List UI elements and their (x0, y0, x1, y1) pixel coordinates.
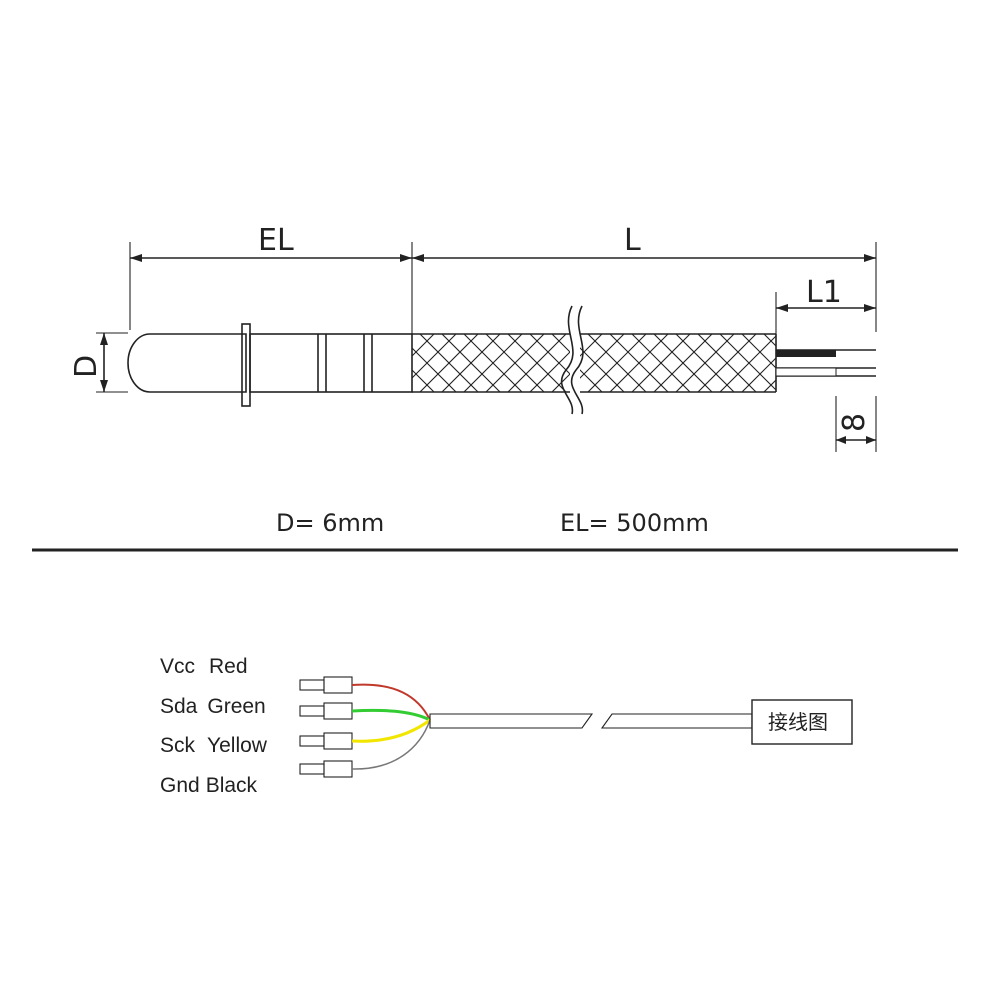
braid-line (412, 334, 413, 335)
braid-line (786, 334, 844, 392)
braid-line (631, 334, 691, 392)
braid-line (786, 334, 844, 392)
connector-box (751, 699, 853, 745)
braid-line (618, 334, 676, 392)
braid-line (596, 334, 654, 392)
dim-label-el: EL (258, 223, 294, 258)
wire-green (351, 708, 431, 722)
braid-line (551, 334, 570, 353)
spec-diameter: D= 6mm (276, 509, 384, 537)
braid-line (808, 334, 866, 392)
braid-line (653, 334, 713, 392)
braid-line (485, 334, 545, 392)
wire-terminals (299, 676, 353, 778)
braid-line (463, 334, 523, 392)
braid-line (763, 334, 776, 347)
braid-line (580, 334, 603, 357)
braid-line (580, 369, 603, 392)
spec-element-length: EL= 500mm (560, 509, 709, 537)
braid-line (830, 334, 888, 392)
braid-line (587, 334, 647, 392)
braid-line (412, 334, 457, 379)
terminal-sda (299, 702, 353, 720)
cable (429, 713, 753, 729)
terminal-gnd (299, 760, 353, 778)
braid-line (741, 357, 776, 392)
wire-red (351, 683, 431, 721)
braid-line (574, 334, 632, 392)
dim-label-l1: L1 (806, 275, 842, 310)
braid-line (596, 334, 654, 392)
braid-line (419, 334, 479, 392)
dim-label-d: D (69, 355, 104, 378)
braid-line (830, 334, 888, 392)
braid-line (618, 334, 676, 392)
dim-label-l: L (624, 223, 641, 258)
braid-line (697, 334, 757, 392)
braid-line (507, 334, 567, 392)
probe-tip (127, 323, 251, 407)
dim-label-eight: 8 (837, 413, 872, 432)
braid-line (580, 334, 625, 379)
braid-line (441, 334, 501, 392)
braid-line (412, 369, 435, 392)
braid-line (412, 334, 435, 357)
terminal-sck (299, 732, 353, 750)
braid-line (719, 335, 776, 392)
terminal-vcc (299, 676, 353, 694)
dimension-lines (96, 242, 877, 452)
braid-line (763, 379, 776, 392)
braid-line (529, 351, 570, 392)
wire-yellow (351, 718, 431, 743)
colored-wires (351, 683, 431, 770)
braid-line (808, 334, 866, 392)
braid-line (609, 334, 669, 392)
braid-line (675, 334, 735, 392)
connector-label: 接线图 (768, 710, 828, 734)
braid-line (412, 391, 413, 392)
probe-sleeve (249, 333, 413, 393)
wire-black (351, 719, 431, 770)
lead-wires (775, 349, 876, 377)
braided-cable (412, 305, 888, 415)
braid-line (574, 334, 632, 392)
